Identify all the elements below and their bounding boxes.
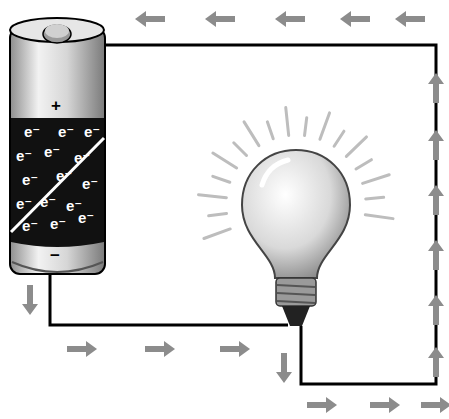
flow-arrow [275,11,305,27]
light-ray [213,176,230,182]
wire [50,45,436,384]
light-ray [244,122,259,146]
flow-arrow [205,11,235,27]
electron: e⁻ [44,144,60,159]
electron: e⁻ [24,124,40,139]
light-ray [320,113,330,139]
flow-arrow [428,73,444,103]
electron: e⁻ [74,150,90,165]
light-ray [286,108,289,136]
electron: e⁻ [16,196,32,211]
electron: e⁻ [84,124,100,139]
electron: e⁻ [40,194,56,209]
light-ray [267,122,273,139]
flow-arrow [135,11,165,27]
flow-arrow [22,285,38,315]
electron: e⁻ [78,210,94,225]
flow-arrow [395,11,425,27]
light-ray [334,131,344,146]
light-ray [365,215,393,219]
light-ray [234,143,247,156]
flow-arrow [276,353,292,383]
flow-arrow [67,341,97,357]
electron: e⁻ [16,148,32,163]
flow-arrow [307,397,337,413]
flow-arrow [370,397,400,413]
electron: e⁻ [22,172,38,187]
light-ray [204,229,230,239]
light-ray [209,214,227,216]
light-ray [346,137,366,156]
electron: e⁻ [56,168,72,183]
light-ray [356,160,371,169]
light-ray [199,195,227,198]
electron: e⁻ [22,218,38,233]
terminal-sign: + [51,97,61,114]
light-ray [363,175,390,184]
flow-arrow [428,295,444,325]
flow-arrow [220,341,250,357]
flow-arrow [428,185,444,215]
electron: e⁻ [58,124,74,139]
light-ray [305,118,307,136]
electron: e⁻ [50,216,66,231]
flow-arrow [340,11,370,27]
terminal-sign: − [50,247,60,264]
battery [10,18,105,274]
flow-arrow [145,341,175,357]
light-bulb [242,150,350,326]
flow-arrow [428,130,444,160]
light-ray [213,153,237,168]
flow-arrow [428,240,444,270]
light-ray [366,197,384,199]
flow-arrow [428,347,444,377]
electron: e⁻ [82,176,98,191]
flow-arrow [421,397,449,413]
flow-arrows [22,11,449,413]
